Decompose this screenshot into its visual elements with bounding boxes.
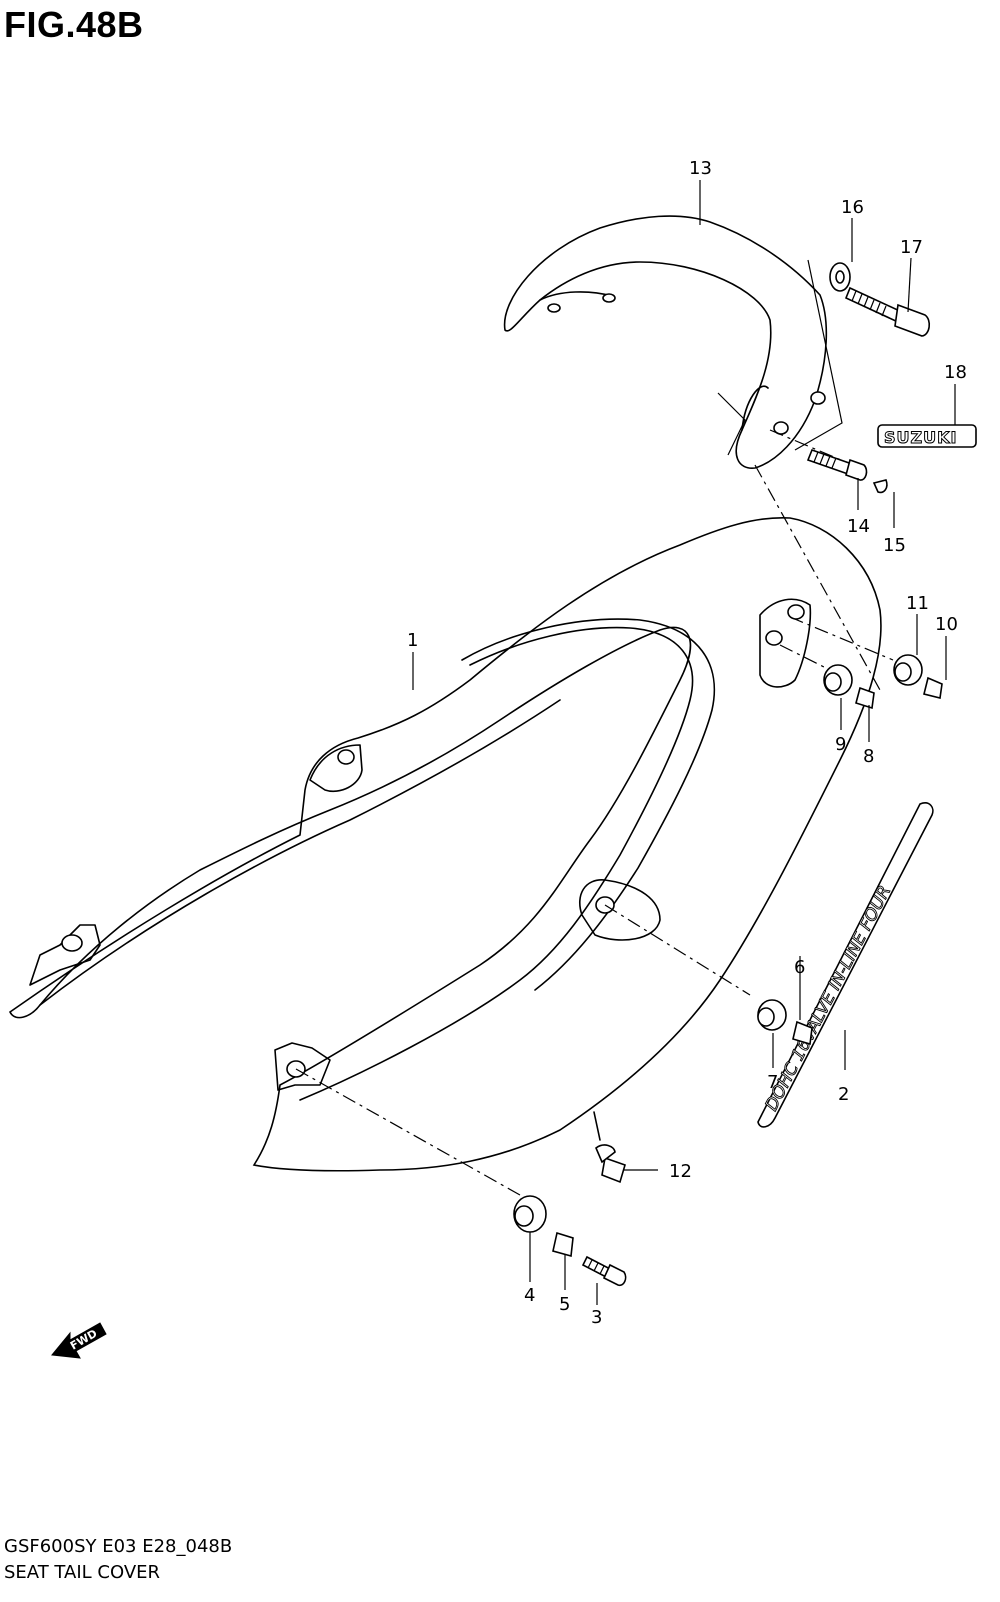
fwd-arrow-icon: FWD <box>51 1322 107 1359</box>
grab-handle <box>503 215 843 469</box>
callout-9: 9 <box>835 734 846 755</box>
model-code: GSF600SY E03 E28_048B <box>4 1536 233 1557</box>
decal-text: DOHC 16VALVE IN-LINE FOUR <box>762 883 896 1115</box>
callout-3: 3 <box>591 1307 602 1328</box>
callout-5: 5 <box>559 1294 570 1315</box>
emblem: SUZUKI <box>877 424 977 448</box>
callout-4: 4 <box>524 1285 535 1306</box>
callout-16: 16 <box>841 197 864 218</box>
callout-15: 15 <box>883 535 906 556</box>
callout-1: 1 <box>407 630 418 651</box>
callout-11: 11 <box>906 593 929 614</box>
callout-6: 6 <box>794 957 805 978</box>
hardware <box>513 262 943 1287</box>
callout-7: 7 <box>767 1072 778 1093</box>
leader-lines <box>412 180 956 1305</box>
callout-17: 17 <box>900 237 923 258</box>
callout-18: 18 <box>944 362 967 383</box>
callout-8: 8 <box>863 746 874 767</box>
callout-12: 12 <box>669 1161 692 1182</box>
emblem-text: SUZUKI <box>884 428 957 447</box>
figure-name: SEAT TAIL COVER <box>4 1562 161 1583</box>
callout-labels: 1 2 3 4 5 6 7 8 9 10 11 12 13 14 15 16 1… <box>407 158 967 1328</box>
callout-2: 2 <box>838 1084 849 1105</box>
figure-title: FIG.48B <box>4 4 144 45</box>
callout-14: 14 <box>847 516 870 537</box>
fwd-text: FWD <box>68 1327 99 1353</box>
callout-10: 10 <box>935 614 958 635</box>
callout-13: 13 <box>689 158 712 179</box>
seat-tail-cover <box>8 516 882 1172</box>
